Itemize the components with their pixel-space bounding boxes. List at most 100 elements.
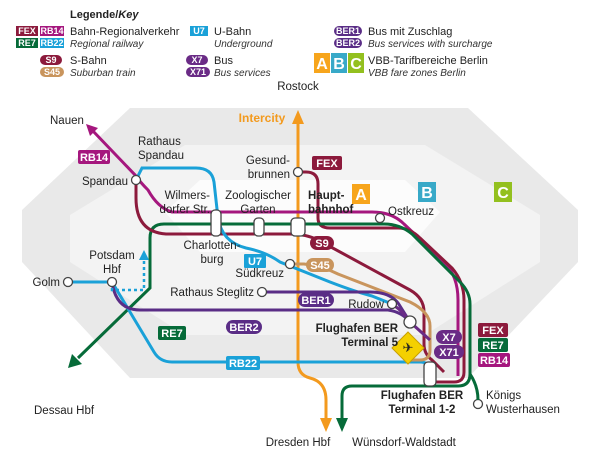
badge-s45-map: S45 (306, 258, 334, 272)
label-zoo-1: Zoologischer (225, 190, 291, 202)
svg-text:RE7: RE7 (18, 38, 36, 48)
line-s9 (134, 178, 446, 374)
station-marker-zoo[interactable] (253, 217, 265, 237)
station-marker-wilmersdorfer[interactable] (210, 209, 222, 237)
arrow-intercity-south (320, 418, 332, 432)
svg-text:X71: X71 (190, 67, 206, 77)
label-ber12-1: Flughafen BER (381, 390, 464, 402)
line-potsdam-dotted (110, 258, 146, 292)
svg-text:BER2: BER2 (229, 322, 258, 334)
label-dresden: Dresden Hbf (266, 437, 331, 449)
svg-text:U7: U7 (248, 256, 262, 268)
svg-text:Bus services with surcharge: Bus services with surcharge (368, 39, 493, 50)
svg-text:U7: U7 (193, 26, 205, 36)
svg-text:RE7: RE7 (482, 340, 503, 352)
station-marker-rudow[interactable] (386, 298, 398, 310)
arrow-re7-wuensdorf (336, 418, 348, 432)
label-ostkreuz: Ostkreuz (388, 206, 434, 218)
svg-text:Bus: Bus (214, 55, 233, 67)
svg-text:A: A (316, 56, 328, 73)
zone-a-badge: A (352, 184, 370, 204)
svg-text:S45: S45 (310, 260, 330, 272)
label-charlottenburg-1: Charlotten- (184, 240, 241, 252)
station-marker-hbf[interactable] (290, 217, 306, 237)
label-koenigs-2: Wusterhausen (486, 404, 560, 416)
badge-re7-map: RE7 (158, 326, 186, 340)
label-rudow: Rudow (348, 299, 384, 311)
label-gesundbrunnen-1: Gesund- (246, 155, 290, 167)
label-ber5-2: Terminal 5 (341, 337, 398, 349)
svg-text:S9: S9 (45, 55, 56, 65)
station-marker-steglitz[interactable] (256, 286, 268, 298)
svg-text:C: C (350, 56, 362, 73)
station-marker-suedkreuz[interactable] (284, 258, 296, 270)
svg-text:FEX: FEX (482, 325, 504, 337)
badge-s9-map: S9 (310, 236, 334, 250)
airport-icon: ✈ (391, 331, 425, 365)
arrow-rb14-nauen (86, 124, 98, 136)
label-wilmersdorfer-2: dorfer Str. (160, 204, 211, 216)
label-ber5-1: Flughafen BER (316, 323, 399, 335)
svg-text:RB14: RB14 (40, 26, 63, 36)
station-marker-koenigs[interactable] (472, 398, 484, 410)
svg-text:S9: S9 (315, 238, 328, 250)
zone-b-badge: B (418, 182, 436, 202)
svg-text:Underground: Underground (214, 39, 273, 50)
label-hbf-2: bahnhof (308, 204, 354, 216)
badge-fex-map: FEX (312, 156, 342, 170)
svg-text:Bus mit Zuschlag: Bus mit Zuschlag (368, 26, 452, 38)
label-steglitz: Rathaus Steglitz (170, 287, 254, 299)
svg-text:Regional railway: Regional railway (70, 39, 144, 50)
label-rathaus-spandau-1: Rathaus (138, 136, 181, 148)
badge-rb14-map: RB14 (78, 150, 110, 164)
svg-text:A: A (355, 187, 367, 204)
svg-text:C: C (497, 185, 509, 202)
arrow-potsdam-dotted (139, 250, 149, 260)
svg-text:BER1: BER1 (301, 295, 330, 307)
station-marker-ber12[interactable] (423, 361, 437, 387)
svg-text:FEX: FEX (18, 26, 36, 36)
label-dessau: Dessau Hbf (34, 405, 95, 417)
label-nauen: Nauen (50, 115, 84, 127)
svg-text:RB14: RB14 (80, 152, 109, 164)
svg-text:VBB fare zones Berlin: VBB fare zones Berlin (368, 68, 466, 79)
svg-text:X71: X71 (439, 347, 459, 359)
station-marker-gesundbrunnen[interactable] (292, 166, 304, 178)
zone-c-badge: C (494, 182, 512, 202)
svg-text:S-Bahn: S-Bahn (70, 55, 107, 67)
line-intercity-south (296, 225, 328, 420)
svg-text:S45: S45 (44, 67, 60, 77)
label-rostock: Rostock (277, 81, 319, 93)
svg-text:RB22: RB22 (40, 38, 63, 48)
badge-ber2-map: BER2 (226, 320, 262, 334)
line-koenigs (468, 373, 480, 401)
arrow-re7-dessau (68, 354, 82, 368)
badge-x71-map: X71 (434, 345, 464, 359)
svg-text:RE7: RE7 (161, 328, 182, 340)
svg-text:B: B (421, 185, 433, 202)
svg-text:RB14: RB14 (480, 355, 509, 367)
label-wuensdorf: Wünsdorf-Waldstadt (352, 437, 457, 449)
badge-ber1-map: BER1 (298, 293, 334, 307)
station-marker-spandau[interactable] (130, 174, 142, 186)
label-hbf-1: Haupt- (308, 190, 345, 202)
label-wilmersdorfer-1: Wilmers- (165, 190, 211, 202)
station-marker-ber5[interactable] (403, 315, 417, 329)
legend-title: Legende/Key (70, 9, 139, 21)
label-spandau: Spandau (82, 176, 128, 188)
label-potsdam-2: Hbf (103, 264, 122, 276)
label-charlottenburg-2: burg (200, 254, 223, 266)
svg-text:Bus services: Bus services (214, 68, 271, 79)
arrow-intercity-north (292, 110, 304, 124)
label-golm: Golm (33, 277, 60, 289)
station-marker-ostkreuz[interactable] (374, 212, 386, 224)
svg-text:U-Bahn: U-Bahn (214, 26, 251, 38)
line-ber1 (262, 290, 412, 323)
label-potsdam-1: Potsdam (89, 250, 134, 262)
badge-re7-right: RE7 (478, 338, 508, 352)
station-marker-golm[interactable] (62, 276, 74, 288)
svg-text:VBB-Tarifbereiche Berlin: VBB-Tarifbereiche Berlin (368, 55, 488, 67)
station-marker-potsdam[interactable] (106, 276, 118, 288)
svg-text:RB22: RB22 (229, 358, 257, 370)
